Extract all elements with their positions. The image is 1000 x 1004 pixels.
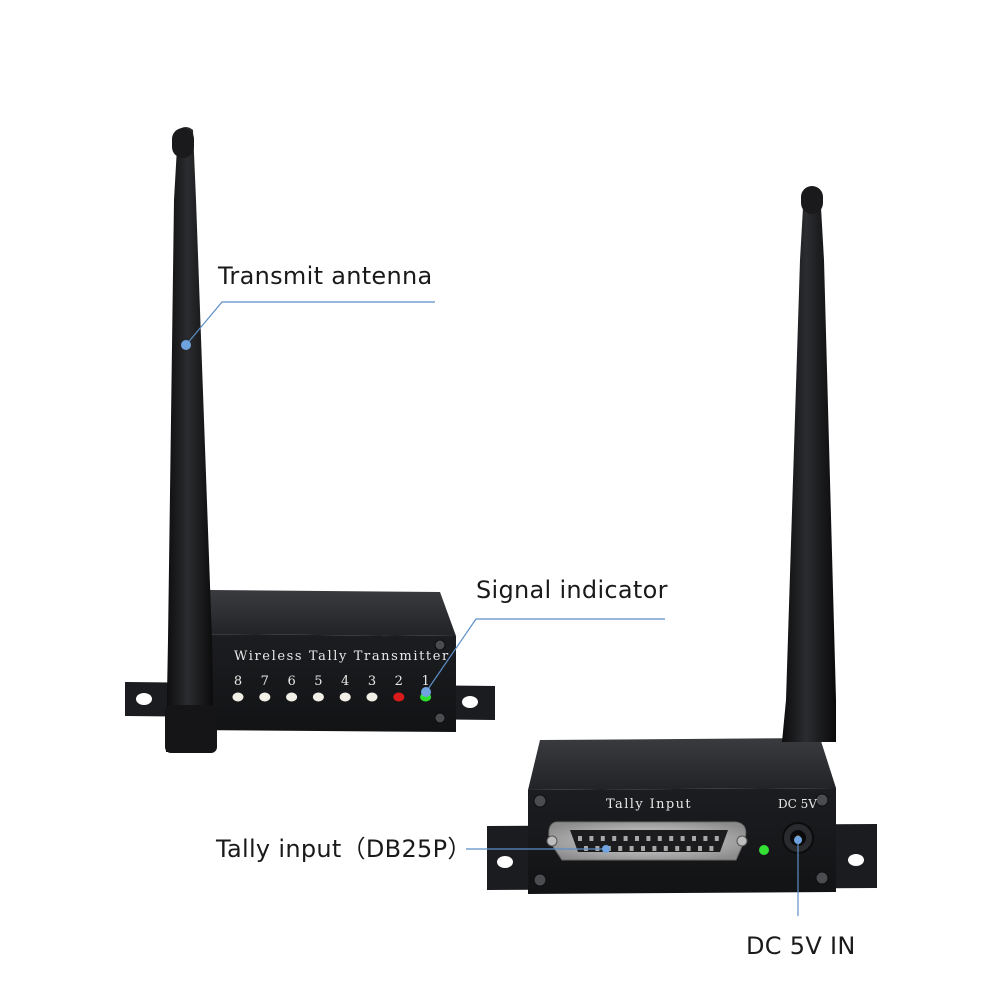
transmitter-unit: Wireless Tally Transmitter 8 7 6 5 4 3 2 1	[125, 590, 495, 732]
receiver-unit: Tally Input DC 5V	[487, 738, 877, 894]
db25-pin	[635, 836, 639, 841]
db25-pin	[686, 846, 691, 851]
transmit-antenna	[165, 127, 217, 753]
db25-pin	[589, 836, 594, 841]
callout-dot-signal	[421, 687, 431, 697]
channel-number-5: 5	[314, 674, 322, 689]
receiver-box-top	[528, 738, 836, 790]
channel-led-8	[232, 692, 244, 702]
db25-pin	[600, 836, 605, 841]
db25-pin	[675, 846, 680, 851]
callout-lines	[181, 301, 802, 916]
callout-signal-indicator: Signal indicator	[476, 576, 668, 604]
screw	[434, 639, 446, 651]
callout-dot-dc	[794, 836, 802, 844]
channel-number-6: 6	[287, 674, 295, 689]
db25-pin	[657, 836, 662, 841]
callout-line-signal	[425, 618, 665, 693]
screw	[533, 873, 547, 887]
channel-indicator-row: 8 7 6 5 4 3 2 1	[232, 674, 432, 702]
screw	[815, 793, 829, 807]
callout-dot-antenna	[181, 340, 191, 350]
callout-dot-tally	[602, 845, 610, 853]
db25-pin	[641, 846, 645, 851]
channel-number-3: 3	[368, 674, 376, 689]
channel-number-1: 1	[421, 674, 429, 689]
channel-led-4	[339, 692, 351, 702]
channel-number-8: 8	[234, 674, 242, 689]
flange-hole	[497, 856, 513, 868]
db25-pin	[618, 846, 623, 851]
flange-hole	[462, 696, 478, 708]
channel-led-6	[286, 692, 298, 702]
db25-pin	[578, 836, 582, 841]
channel-led-2	[393, 692, 405, 702]
db25-pin	[646, 836, 651, 841]
callout-dc-in: DC 5V IN	[746, 932, 856, 960]
callout-line-antenna	[185, 301, 435, 346]
db25-pin	[663, 846, 668, 851]
channel-number-2: 2	[395, 674, 403, 689]
db25-pin	[669, 836, 674, 841]
db25-pin	[714, 836, 719, 841]
channel-led-3	[366, 692, 378, 702]
db25-pin	[709, 846, 714, 851]
screw	[815, 871, 829, 885]
db25-connector	[546, 821, 748, 861]
transmitter-front-panel	[188, 634, 456, 732]
db25-pin	[698, 846, 702, 851]
channel-number-4: 4	[341, 674, 349, 689]
receiver-status-led	[759, 845, 769, 855]
screw	[434, 712, 446, 724]
db25-pin	[680, 836, 685, 841]
receiver-antenna	[782, 186, 836, 742]
dc-panel-label: DC 5V	[778, 797, 817, 811]
db25-pin	[612, 836, 617, 841]
callout-transmit-antenna: Transmit antenna	[218, 262, 433, 290]
db25-pin	[623, 836, 628, 841]
channel-led-5	[312, 692, 324, 702]
db25-pin	[652, 846, 657, 851]
transmitter-box-top	[190, 590, 456, 636]
db25-pin	[703, 836, 708, 841]
tally-input-panel-label: Tally Input	[606, 797, 692, 812]
screw	[533, 794, 547, 808]
flange-hole	[848, 854, 864, 866]
transmitter-panel-label: Wireless Tally Transmitter	[234, 649, 450, 664]
channel-number-7: 7	[261, 674, 269, 689]
db25-pin	[629, 846, 634, 851]
channel-led-7	[259, 692, 271, 702]
callout-tally-input: Tally input（DB25P）	[216, 835, 472, 863]
flange-hole	[136, 693, 152, 705]
db25-pin	[692, 836, 696, 841]
